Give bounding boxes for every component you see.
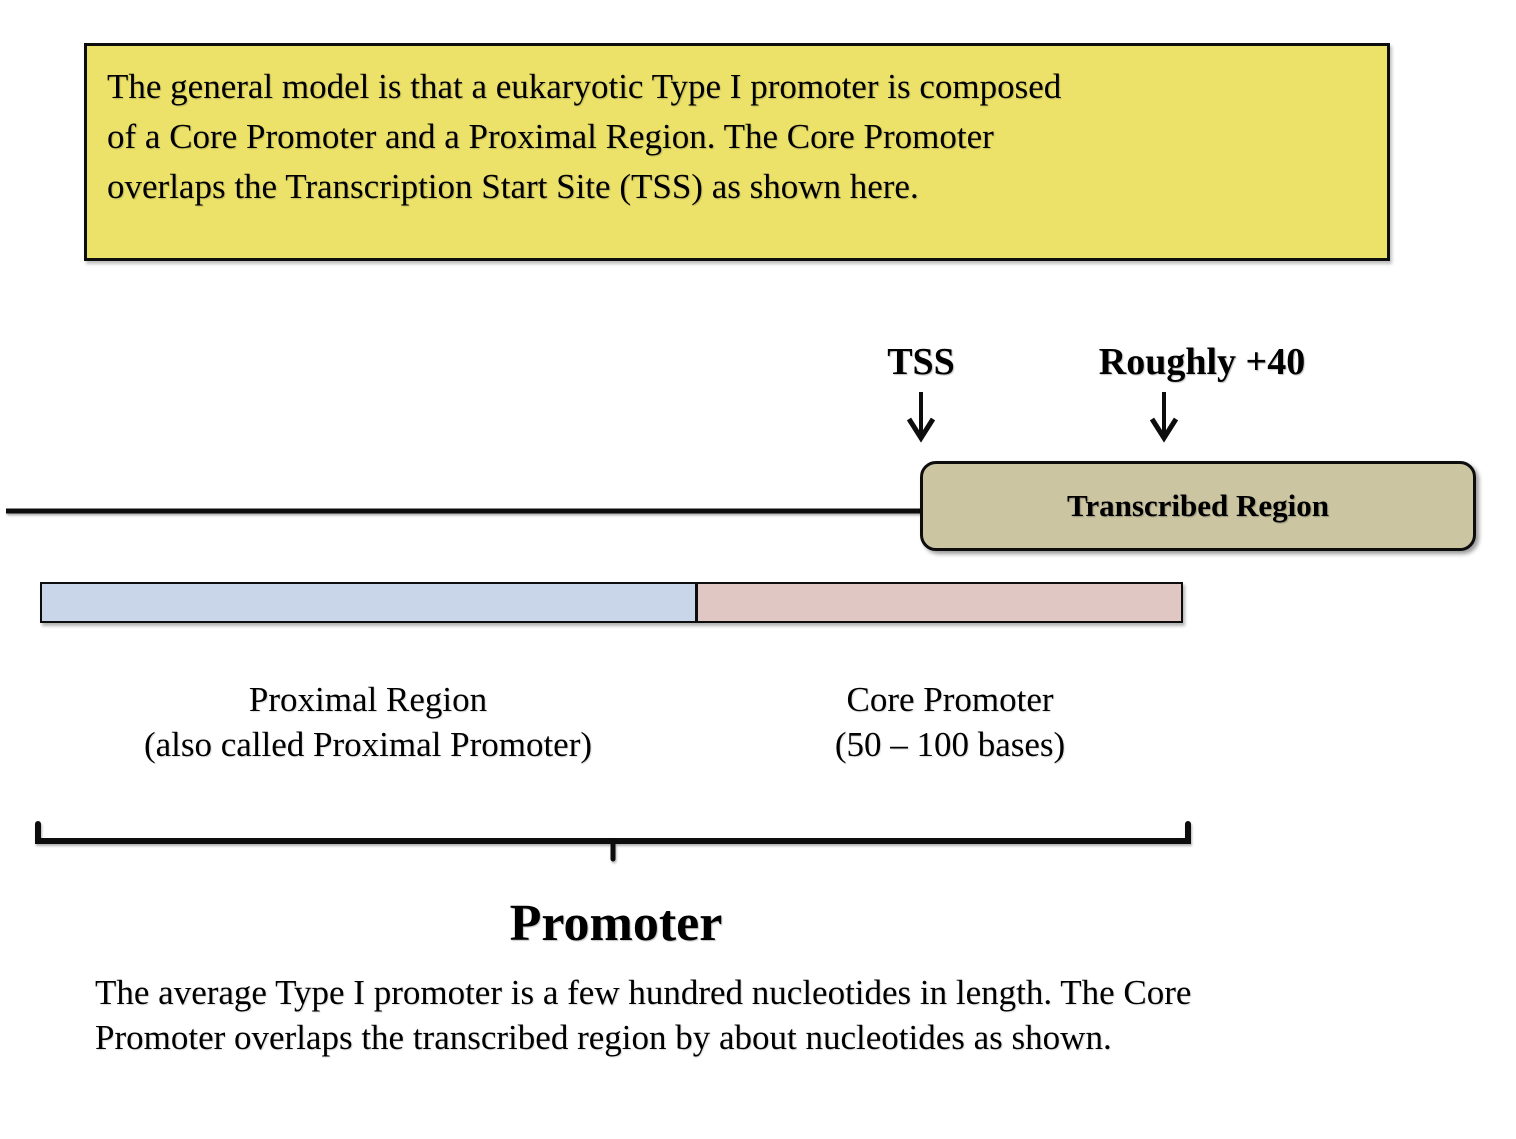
transcribed-region-label: Transcribed Region (1066, 488, 1330, 523)
promoter-title: Promoter (509, 895, 723, 952)
top-note-box: The general model is that a eukaryotic T… (84, 43, 1390, 261)
bottom-note: The average Type I promoter is a few hun… (95, 970, 1475, 1060)
bottom-note-line-2: Promoter overlaps the transcribed region… (95, 1018, 1112, 1057)
plus40-down-arrow-icon (1149, 392, 1179, 443)
core-promoter-label-line-1: Core Promoter (846, 680, 1054, 719)
proximal-region-label-line-1: Proximal Region (248, 680, 488, 719)
core-promoter-segment (697, 582, 1183, 623)
top-note-line-2: of a Core Promoter and a Proximal Region… (107, 117, 994, 156)
promoter-bracket (35, 821, 1191, 862)
core-promoter-label: Core Promoter (50 – 100 bases) (745, 677, 1155, 767)
tss-label: TSS (887, 341, 955, 383)
bottom-note-line-1: The average Type I promoter is a few hun… (95, 973, 1192, 1012)
top-note-line-3: overlaps the Transcription Start Site (T… (107, 167, 919, 206)
top-note-line-1: The general model is that a eukaryotic T… (107, 67, 1062, 106)
proximal-region-segment (40, 582, 697, 623)
proximal-region-label: Proximal Region (also called Proximal Pr… (88, 677, 648, 767)
plus40-label: Roughly +40 (1098, 341, 1306, 383)
tss-down-arrow-icon (906, 392, 936, 443)
core-promoter-label-line-2: (50 – 100 bases) (834, 725, 1066, 764)
proximal-region-label-line-2: (also called Proximal Promoter) (143, 725, 593, 764)
transcribed-region-box: Transcribed Region (920, 461, 1476, 551)
promoter-bar (40, 582, 1183, 623)
